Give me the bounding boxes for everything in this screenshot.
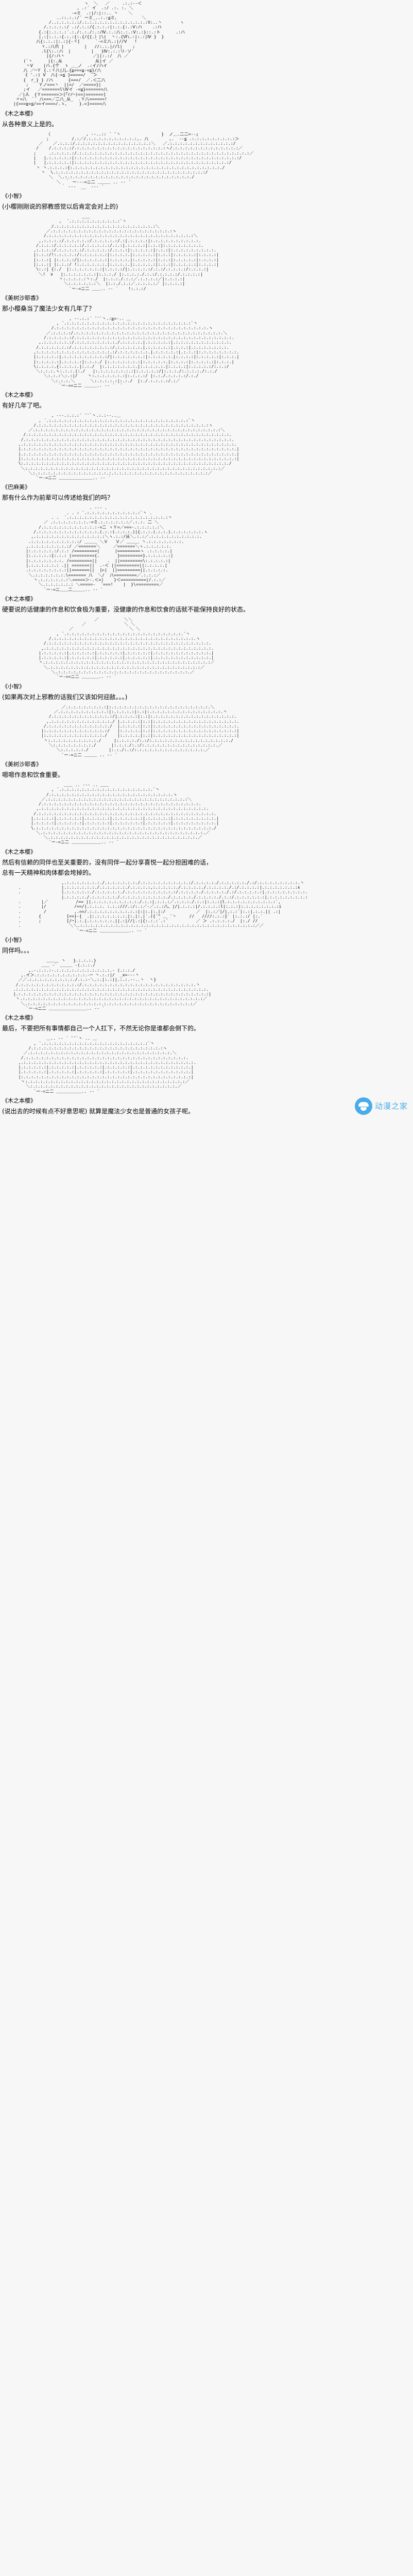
dialog-sakura-5: 《木之本樱》最后，不要把所有事情都自己一个人扛下，不然无论你是谁都会倒下的。	[0, 1011, 413, 1036]
watermark-label: 动漫之家	[374, 1101, 408, 1111]
speaker-name: 《美树沙耶香》	[2, 294, 42, 301]
aa-story-page: ヽ ＼ ／ .:.:--＜ , .:´ イ .:/ .:. :. ＼ -=ミ .…	[0, 0, 413, 1119]
aa-group-scene-2: ＿＿＿ 丶 }.:.:.:.} ＿＿ -` ＿＿＿ -(.:.:./ ,.-.:…	[13, 958, 212, 1011]
dialog-satoshi-3: 《小智》同伴吗。。。	[0, 933, 413, 958]
aa-sakura-portrait-4: ＿＿ .. --- .. ＿＿ , ´.:.:.:.:.:.:.:.:.:.:.…	[31, 782, 219, 845]
speaker-name: 《木之本樱》	[2, 110, 36, 117]
dialog-line: 然后有信赖的同伴也至关重要的，没有同伴一起分享喜悦一起分担困难的话，	[2, 858, 213, 866]
dialog-line: (如果再次对上邪教的话我们又该如何迎敌。。。)	[2, 693, 128, 701]
aa-group-scene-1: ,.:.:.:.:.:.:.:./.:.:.:.:.:.:./.:.:.:.:.…	[18, 880, 308, 933]
dialog-line: (小樱刚刚说的邪教感觉以后肯定会对上的)	[2, 203, 118, 211]
dialog-line: 最后，不要把所有事情都自己一个人扛下，不然无论你是谁都会倒下的。	[2, 1025, 200, 1032]
aa-sakura-portrait-3: . --- . . . : ´.:.:.:.:.:.:.:.:.:.:.:`丶 …	[26, 505, 208, 592]
speaker-name: 《小智》	[2, 937, 25, 944]
speaker-name: 《巴麻美》	[2, 484, 30, 491]
watermark-logo: 动漫之家	[354, 1097, 408, 1115]
dialog-satoshi-1: 《小智》 (小樱刚刚说的邪教感觉以后肯定会对上的)	[0, 189, 413, 214]
speaker-name: 《美树沙耶香》	[2, 760, 42, 768]
aa-sakura-portrait-2: , --.:.:´ ̄ ̄ `丶.:≧=-.. ＿ , ´.:.:.:.:.:.…	[33, 316, 239, 388]
speaker-name: 《木之本樱》	[2, 1097, 36, 1104]
aa-mami-portrait-1: , ---.:.:.:´ ̄ ̄ `丶.:.:--..＿ , ´.:.:.:.:…	[18, 413, 239, 481]
speaker-name: 《木之本樱》	[2, 1014, 36, 1022]
aa-sakura-portrait-1: ヽ ＼ ／ .:.:--＜ , .:´ イ .:/ .:. :. ＼ -=ミ .…	[13, 1, 185, 107]
dialog-line: 那小樱桑当了魔法少女有几年了？	[2, 304, 95, 312]
dialog-sakura-2: 《木之本樱》有好几年了吧。	[0, 388, 413, 413]
dialog-line: 那有什么作为前辈可以传述给我们的吗？	[2, 494, 114, 502]
dialog-line: (说出去的时候有点不好意思呢) 就算是魔法少女也是普通的女孩子呢。	[2, 1107, 195, 1115]
cloud-logo-icon	[354, 1097, 372, 1115]
aa-sakura-portrait-5: ＿.. -‐ ´ ̄ ̄ `丶 .. ＿ , ´.:.:.:.:.:.:.:.:…	[18, 1036, 196, 1094]
story-content: ヽ ＼ ／ .:.:--＜ , .:´ イ .:/ .:. :. ＼ -=ミ .…	[0, 1, 413, 1119]
dialog-sayaka-1: 《美树沙耶香》那小樱桑当了魔法少女有几年了？	[0, 291, 413, 316]
dialog-sakura-3: 《木之本樱》硬要说的话健康的作息和饮食极为重要，没健康的作息和饮食的话就不能保持…	[0, 592, 413, 617]
dialog-line: 从各种意义上是的。	[2, 120, 58, 128]
dialog-satoshi-2: 《小智》 (如果再次对上邪教的话我们又该如何迎敌。。。)	[0, 680, 413, 705]
dialog-line: 同伴吗。。。	[2, 947, 33, 955]
speaker-name: 《木之本樱》	[2, 392, 36, 399]
dialog-line: 嗯嗯作息和饮食重要。	[2, 771, 64, 778]
dialog-mami-1: 《巴麻美》那有什么作为前辈可以传述给我们的吗？	[0, 480, 413, 505]
dialog-line: 有好几年了吧。	[2, 402, 46, 410]
dialog-sayaka-2: 《美树沙耶香》嗯嗯作息和饮食重要。	[0, 757, 413, 783]
dialog-line: 总有一天精神和肉体都会垮掉的。	[2, 869, 95, 876]
aa-sayaka-portrait-2: ／.:.:.:.:.:.:.:.:|:.:.:.:.:.:.:.:.:.:.:.…	[41, 704, 239, 757]
speaker-name: 《木之本樱》	[2, 848, 36, 855]
speaker-name: 《木之本樱》	[2, 595, 36, 602]
dialog-sakura-4: 《木之本樱》然后有信赖的同伴也至关重要的，没有同伴一起分享喜悦一起分担困难的话，…	[0, 845, 413, 880]
speaker-name: 《小智》	[2, 683, 25, 690]
aa-satoshi-portrait-1: 〈 , --..:: ´ ̄ 丶 } ノ＿.二二=--」 ; /.:／/.:.:…	[33, 131, 254, 189]
dialog-sakura-1: 《木之本樱》从各种意义上是的。	[0, 107, 413, 132]
dialog-sakura-6: 《木之本樱》 (说出去的时候有点不好意思呢) 就算是魔法少女也是普通的女孩子呢。	[0, 1094, 413, 1119]
aa-satoshi-portrait-2: ／ ＼＼ ／ ＼ ＼ ／ ＼ ＼ , ´.:.:.:.:.:.:.:.:.:.:…	[39, 617, 215, 680]
speaker-name: 《小智》	[2, 193, 25, 200]
dialog-line: 硬要说的话健康的作息和饮食极为重要，没健康的作息和饮食的话就不能保持良好的状态。	[2, 605, 250, 613]
aa-sayaka-portrait-1: ＿＿ , ´.:.:.:.:.:.:.:.:.:.:`丶 /.:.:.:.:.:…	[33, 214, 219, 291]
